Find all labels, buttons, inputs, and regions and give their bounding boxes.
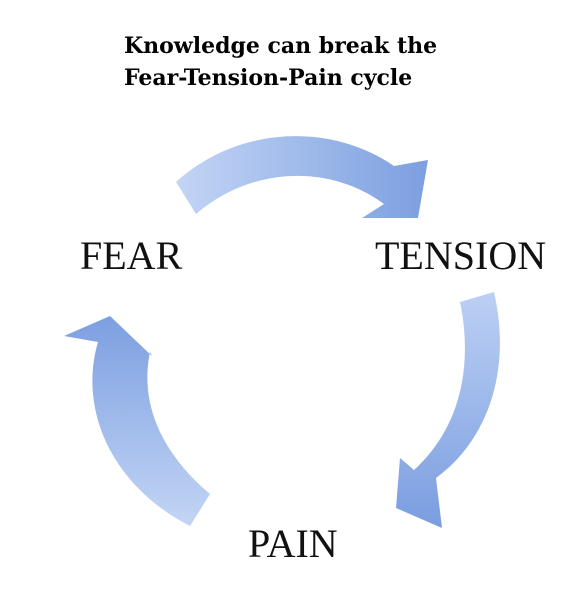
node-pain: PAIN [248,521,338,566]
arrow-pain-to-fear [64,316,210,526]
title-line-2: Fear-Tension-Pain cycle [124,65,413,91]
node-tension: TENSION [375,233,547,278]
node-fear: FEAR [80,233,183,278]
arrow-tension-to-pain [396,292,500,528]
diagram-title: Knowledge can break the Fear-Tension-Pai… [124,30,544,94]
title-line-1: Knowledge can break the [124,33,438,59]
arrow-fear-to-tension [176,136,428,218]
